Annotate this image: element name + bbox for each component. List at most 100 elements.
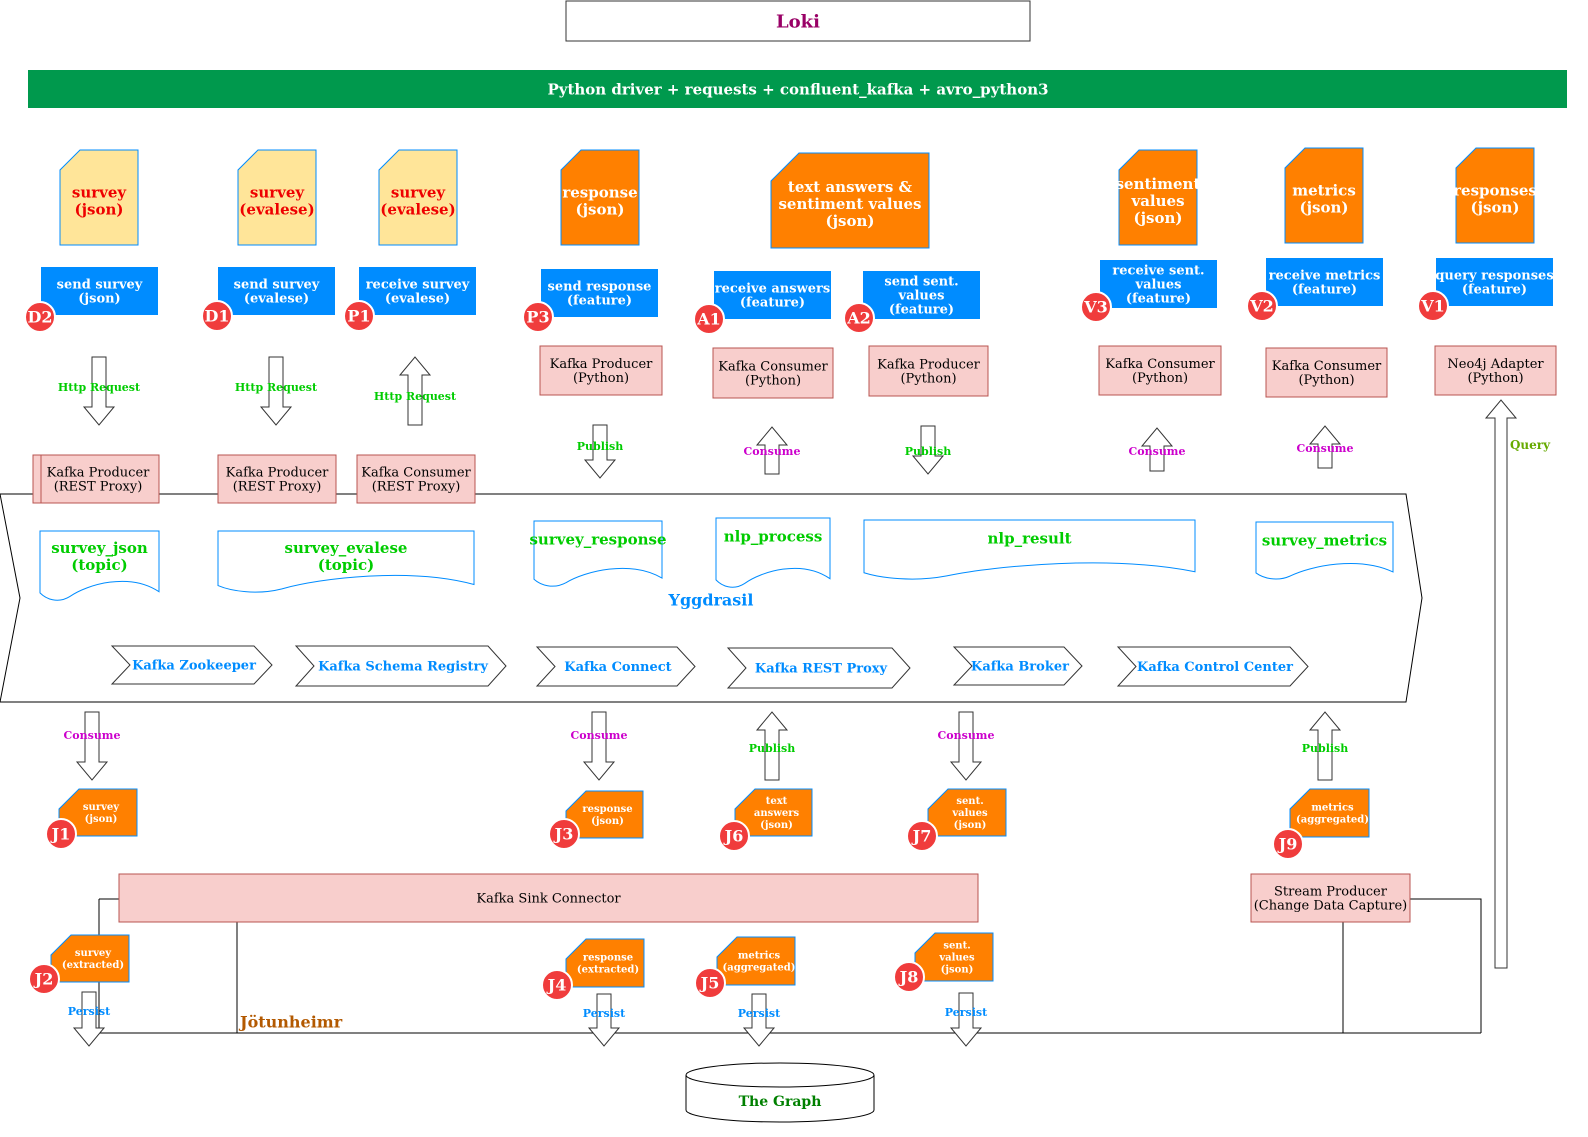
arrow-label: Consume [744,445,801,458]
feature-a2 [863,271,980,319]
arrow-label: Publish [905,445,952,458]
jotunheimr-right [1410,898,1482,1033]
data-doc-j3 [565,790,644,839]
feature-label: receive metrics(feature) [1269,269,1381,298]
arrow-label: Http Request [235,381,318,394]
feature-label: send survey(evalese) [234,278,320,307]
document-d2 [59,149,139,246]
badge-j7 [906,820,938,852]
arrow-label: Persist [68,1005,111,1018]
consume-arrow-v3 [1140,427,1174,472]
badge-label: J5 [699,974,720,993]
driver-bar [28,70,1567,108]
topic-label: survey_response [529,530,666,548]
service-label: Kafka Connect [564,660,671,675]
topic-label: survey_json(topic) [51,539,148,574]
data-doc-j6 [734,788,813,837]
feature-label: send sent.values(feature) [884,275,958,318]
feature-d2 [41,267,158,315]
query-label: Query [1510,438,1551,452]
arrow-label: Publish [577,440,624,453]
badge-j3 [548,818,580,850]
component-p3 [539,345,663,396]
document-d1 [237,149,317,246]
data-doc-label: metrics(aggregated) [1296,803,1369,826]
data-doc-j7 [927,788,1007,837]
arrow-label: Persist [738,1007,781,1020]
publish-arrow-p3 [583,424,617,479]
badge-label: A1 [696,310,721,329]
badge-j1 [45,818,77,850]
consume-arrow-a1 [755,426,789,475]
feature-p3 [541,269,658,317]
component-label: Kafka Producer(REST Proxy) [226,466,329,495]
data-doc-label: metrics(aggregated) [722,951,795,974]
publish-arrow-j6 [755,711,789,781]
badge-label: A2 [846,309,871,328]
document-p3 [560,149,640,246]
persist-arrow-j8 [949,992,983,1047]
component-label: Kafka Producer(Python) [550,357,653,386]
feature-v1 [1436,258,1553,306]
badge-label: P3 [526,308,549,327]
feature-v2 [1266,258,1383,306]
topic-survey_metrics [1255,521,1394,580]
component-label: Kafka Consumer(Python) [1272,359,1382,388]
badge-label: P1 [347,307,370,326]
arrow-label: Persist [945,1006,988,1019]
consume-arrow-j3 [582,711,616,781]
data-doc-j4 [565,938,645,988]
badge-label: J9 [1277,835,1298,854]
topic-nlp_result [863,519,1196,580]
badge-j2 [28,963,60,995]
document-label: survey(evalese) [380,183,455,218]
feature-a1 [714,271,831,319]
publish-arrow-j9 [1308,711,1342,781]
http-arrow-d1 [259,356,293,426]
service-label: Kafka Control Center [1137,660,1293,675]
arrow-label: Consume [1297,442,1354,455]
badge-label: J2 [33,970,54,989]
badge-d2 [24,301,56,333]
topic-survey_json [39,530,160,601]
badge-j9 [1272,828,1304,860]
feature-label: send survey(json) [57,278,143,307]
data-doc-j9 [1289,788,1370,838]
topic-label: nlp_result [987,529,1071,547]
component-label: Stream Producer(Change Data Capture) [1254,885,1408,914]
document-label: response(json) [562,183,637,218]
document-label: metrics(json) [1292,181,1356,216]
badge-label: V2 [1249,297,1274,316]
document-p1 [378,149,458,246]
graph-cylinder-top [685,1062,875,1088]
service-label: Kafka REST Proxy [755,662,888,677]
http-arrow-d2 [82,356,116,426]
component-label: Kafka Producer(REST Proxy) [47,466,150,495]
component-v3 [1098,345,1222,396]
data-doc-label: response(json) [582,804,632,827]
persist-arrow-j2 [72,991,106,1047]
feature-p1 [359,267,476,315]
service-kafka-rest-proxy [726,647,911,689]
badge-label: J7 [911,827,932,846]
arrow-label: Publish [1302,742,1349,755]
data-doc-label: survey(extracted) [62,948,124,971]
component-label: Kafka Consumer(Python) [718,360,828,389]
topic-label: survey_metrics [1262,531,1387,549]
persist-arrow-j5 [742,993,776,1047]
feature-label: query responses(feature) [1435,269,1553,298]
consume-arrow-j7 [949,711,983,781]
document-v1 [1455,147,1535,244]
service-kafka-broker [952,646,1083,686]
component-stream [1250,873,1411,923]
page-title: Loki [776,11,820,32]
component-label: Kafka Consumer(Python) [1105,357,1215,386]
badge-p1 [343,300,375,332]
feature-d1 [218,267,335,315]
service-kafka-zookeeper [110,645,273,685]
badge-j5 [694,967,726,999]
arrow-label: Publish [749,742,796,755]
component-v1 [1434,345,1557,396]
feature-label: receive answers(feature) [715,282,830,311]
